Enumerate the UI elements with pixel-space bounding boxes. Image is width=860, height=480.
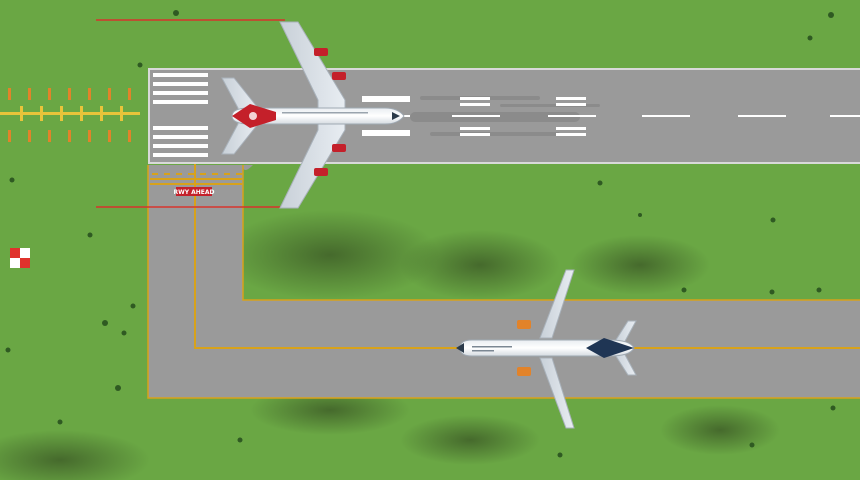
approach-lights (0, 88, 140, 142)
bushes (5, 10, 836, 458)
touchdown-markings (362, 96, 586, 136)
engine-icon (314, 48, 346, 176)
hold-short-sign-label: RWY AHEAD (173, 189, 214, 196)
tail-icon (586, 338, 634, 358)
windsock-icon (10, 248, 30, 268)
engine-icon (517, 320, 531, 376)
threshold-bars (96, 19, 285, 208)
aircraft-taxiing (456, 269, 637, 429)
aircraft-departing (221, 21, 405, 209)
threshold-markings (153, 73, 208, 157)
hold-short-sign: RWY AHEAD (173, 187, 215, 196)
hold-short-line (150, 173, 242, 185)
runway (148, 68, 860, 164)
